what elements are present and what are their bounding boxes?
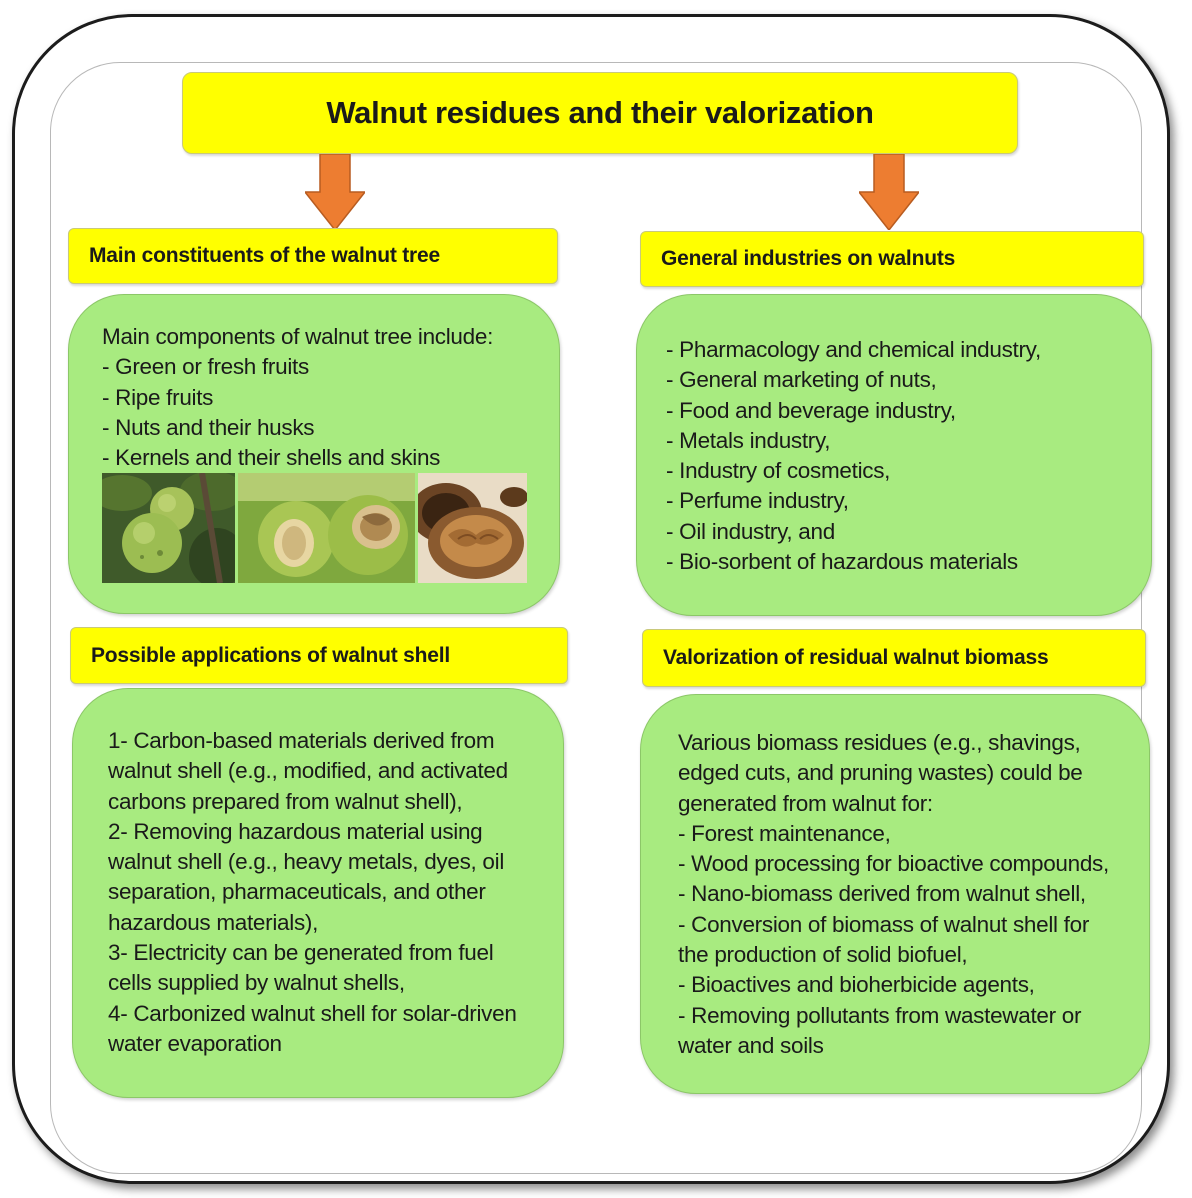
constituents-line: - Ripe fruits	[102, 384, 214, 410]
biomass-line: water and soils	[678, 1032, 824, 1058]
industries-line: - Perfume industry,	[666, 488, 849, 514]
industries-line: - Industry of cosmetics,	[666, 458, 891, 484]
biomass-line: edged cuts, and pruning wastes) could be	[678, 760, 1083, 786]
industries-line: - Food and beverage industry,	[666, 397, 956, 423]
constituents-line: Main components of walnut tree include:	[102, 324, 494, 349]
industries-line: - Metals industry,	[666, 427, 831, 453]
industries-line: - Pharmacology and chemical industry,	[666, 337, 1041, 362]
applications-line: carbons prepared from walnut shell),	[108, 788, 463, 814]
biomass-line: Various biomass residues (e.g., shavings…	[678, 730, 1081, 755]
applications-line: 3- Electricity can be generated from fue…	[108, 940, 494, 966]
applications-line: 4- Carbonized walnut shell for solar-dri…	[108, 1000, 517, 1026]
applications-panel	[72, 688, 564, 1098]
biomass-line: - Wood processing for bioactive compound…	[678, 851, 1109, 877]
biomass-line: - Removing pollutants from wastewater or	[678, 1002, 1082, 1028]
split-green-husk-photo	[238, 473, 415, 583]
applications-list: 1- Carbon-based materials derived from w…	[108, 726, 517, 1059]
industries-line: - Bio-sorbent of hazardous materials	[666, 549, 1018, 575]
biomass-line: - Nano-biomass derived from walnut shell…	[678, 881, 1086, 907]
biomass-line: - Conversion of biomass of walnut shell …	[678, 911, 1090, 937]
biomass-line: generated from walnut for:	[678, 790, 933, 816]
green-walnut-fruits-photo	[102, 473, 235, 583]
biomass-line: the production of solid biofuel,	[678, 942, 968, 968]
applications-line: 1- Carbon-based materials derived from	[108, 728, 495, 753]
industries-line: - Oil industry, and	[666, 518, 835, 544]
constituents-heading: Main constituents of the walnut tree	[68, 228, 558, 284]
applications-line: hazardous materials),	[108, 909, 319, 935]
constituents-list: Main components of walnut tree include: …	[102, 322, 493, 473]
biomass-line: - Forest maintenance,	[678, 820, 891, 846]
constituents-line: - Green or fresh fruits	[102, 354, 309, 380]
applications-heading: Possible applications of walnut shell	[70, 627, 568, 684]
applications-line: water evaporation	[108, 1030, 282, 1056]
biomass-heading: Valorization of residual walnut biomass	[642, 629, 1146, 687]
applications-line: separation, pharmaceuticals, and other	[108, 879, 486, 905]
applications-line: walnut shell (e.g., heavy metals, dyes, …	[108, 849, 505, 875]
industries-heading: General industries on walnuts	[640, 231, 1144, 287]
diagram-title: Walnut residues and their valorization	[182, 72, 1018, 154]
industries-list: - Pharmacology and chemical industry, - …	[666, 335, 1041, 577]
applications-line: cells supplied by walnut shells,	[108, 970, 405, 996]
industries-panel	[636, 294, 1152, 616]
applications-line: 2- Removing hazardous material using	[108, 818, 483, 844]
industries-line: - General marketing of nuts,	[666, 367, 937, 393]
applications-line: walnut shell (e.g., modified, and activa…	[108, 758, 508, 784]
down-arrow-left-icon	[305, 154, 365, 230]
constituents-line: - Kernels and their shells and skins	[102, 445, 441, 471]
biomass-line: - Bioactives and bioherbicide agents,	[678, 972, 1035, 998]
inner-frame	[50, 62, 1142, 1174]
biomass-list: Various biomass residues (e.g., shavings…	[678, 728, 1109, 1061]
constituents-line: - Nuts and their husks	[102, 414, 315, 440]
biomass-panel	[640, 694, 1150, 1094]
walnut-kernel-shell-photo	[418, 473, 527, 583]
down-arrow-right-icon	[859, 154, 919, 230]
